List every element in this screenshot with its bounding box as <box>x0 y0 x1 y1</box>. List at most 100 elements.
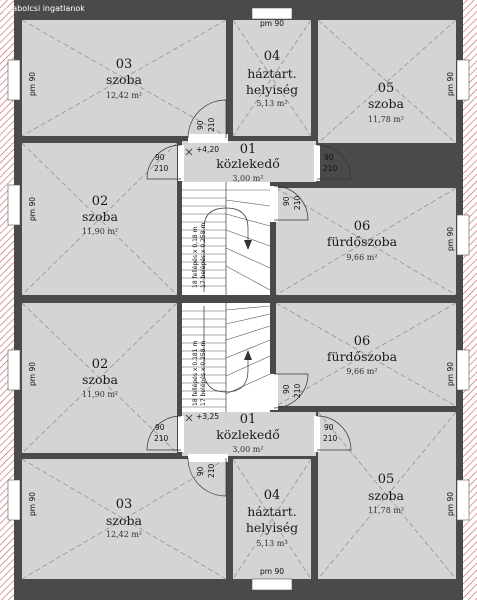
outer-wall-right-hatch <box>463 0 477 600</box>
room-number: 04 <box>264 488 281 503</box>
room-u01 <box>182 141 316 182</box>
room-area: 11,90 m² <box>82 390 118 399</box>
label-u06: 06 fürdőszoba 9,66 m² <box>327 219 398 262</box>
room-name-line1: háztart. <box>247 66 297 81</box>
room-area: 11,78 m² <box>368 115 404 124</box>
room-area: 5,13 m² <box>256 99 287 108</box>
room-name: szoba <box>106 513 143 528</box>
label-u04: 04 háztart. helyiség 5,13 m² <box>246 49 298 108</box>
watermark: Szabolcsi ingatlanok <box>3 4 85 13</box>
window-label-top: pm 90 <box>260 19 284 28</box>
room-name: közlekedő <box>216 156 280 171</box>
level-lower: +3,25 <box>196 412 219 421</box>
door-width: 90 <box>196 120 205 130</box>
room-number: 06 <box>354 219 371 234</box>
door-width: 90 <box>196 466 205 476</box>
label-l03: 03 szoba 12,42 m² <box>106 497 143 539</box>
window-right-2 <box>456 214 470 256</box>
door-width: 90 <box>155 153 165 162</box>
room-area: 11,78 m² <box>368 506 404 515</box>
door-width: 90 <box>282 196 291 206</box>
room-area: 3,00 m² <box>232 445 263 454</box>
door-width: 90 <box>155 423 165 432</box>
outer-wall-left-hatch <box>0 0 14 600</box>
door-width: 90 <box>282 384 291 394</box>
room-number: 02 <box>92 194 109 209</box>
label-l05: 05 szoba 11,78 m² <box>368 472 405 515</box>
window-label-left-2: pm 90 <box>28 197 37 221</box>
door-width: 90 <box>324 423 334 432</box>
window-right-1 <box>456 59 470 101</box>
label-u03: 03 szoba 12,42 m² <box>106 57 143 100</box>
room-area: 11,90 m² <box>82 227 118 236</box>
stair-text-lower-b: 17 belépés x 0,258 m <box>200 341 207 406</box>
room-number: 05 <box>378 81 395 96</box>
door-height: 210 <box>323 434 338 443</box>
room-number: 06 <box>354 334 371 349</box>
room-area: 9,66 m² <box>346 253 377 262</box>
room-name: szoba <box>82 209 119 224</box>
room-area: 9,66 m² <box>346 367 377 376</box>
stair-text-upper-a: 18 fellépés x 0,18 m <box>192 226 199 288</box>
label-u05: 05 szoba 11,78 m² <box>368 81 405 124</box>
room-number: 04 <box>264 49 281 64</box>
room-name: fürdőszoba <box>327 349 398 364</box>
room-number: 05 <box>378 472 395 487</box>
window-right-4 <box>456 479 470 521</box>
door-height: 210 <box>323 164 338 173</box>
door-height: 210 <box>293 195 302 210</box>
window-label-left-1: pm 90 <box>28 72 37 96</box>
window-left-3 <box>7 349 21 391</box>
room-name-line2: helyiség <box>246 520 298 535</box>
stair-text-lower-a: 18 fellépés x 0,181 m <box>192 341 199 406</box>
room-area: 12,42 m² <box>106 530 142 539</box>
room-name-line1: háztart. <box>247 504 297 519</box>
level-upper: +4,20 <box>196 145 219 154</box>
window-left-1 <box>7 59 21 101</box>
room-l01 <box>182 412 316 456</box>
room-number: 03 <box>116 497 133 512</box>
room-name: szoba <box>368 488 405 503</box>
window-label-left-4: pm 90 <box>28 492 37 516</box>
label-l02: 02 szoba 11,90 m² <box>82 357 119 399</box>
label-l04: 04 háztart. helyiség 5,13 m² <box>246 488 298 548</box>
door-height: 210 <box>207 463 216 478</box>
room-number: 02 <box>92 357 109 372</box>
window-label-right-4: pm 90 <box>446 492 455 516</box>
room-name: szoba <box>82 372 119 387</box>
room-number: 01 <box>240 142 257 157</box>
stair-text-upper-b: 17 belépés x 0,258 m <box>200 223 207 288</box>
label-l01: 01 közlekedő 3,00 m² <box>216 412 280 454</box>
label-l06: 06 fürdőszoba 9,66 m² <box>327 334 398 376</box>
room-area: 3,00 m² <box>232 174 263 183</box>
room-area: 12,42 m² <box>106 91 142 100</box>
window-label-right-2: pm 90 <box>446 227 455 251</box>
room-area: 5,13 m² <box>256 539 287 548</box>
room-l03 <box>22 459 226 579</box>
window-label-left-3: pm 90 <box>28 362 37 386</box>
room-name: szoba <box>368 96 405 111</box>
room-name: fürdőszoba <box>327 234 398 249</box>
room-name: közlekedő <box>216 427 280 442</box>
room-l04 <box>233 459 311 579</box>
door-width: 90 <box>324 153 334 162</box>
room-name: szoba <box>106 72 143 87</box>
window-left-4 <box>7 479 21 521</box>
label-u02: 02 szoba 11,90 m² <box>82 194 119 236</box>
room-name-line2: helyiség <box>246 82 298 97</box>
room-number: 03 <box>116 57 133 72</box>
door-height: 210 <box>154 434 169 443</box>
window-label-right-3: pm 90 <box>446 362 455 386</box>
window-top <box>251 7 293 20</box>
window-label-bottom: pm 90 <box>260 567 284 576</box>
window-bottom <box>251 578 293 591</box>
door-height: 210 <box>293 383 302 398</box>
window-left-2 <box>7 184 21 226</box>
window-right-3 <box>456 349 470 391</box>
door-height: 210 <box>154 164 169 173</box>
room-number: 01 <box>240 412 257 427</box>
label-u01: 01 közlekedő 3,00 m² <box>216 142 280 183</box>
door-height: 210 <box>207 117 216 132</box>
window-label-right-1: pm 90 <box>446 72 455 96</box>
